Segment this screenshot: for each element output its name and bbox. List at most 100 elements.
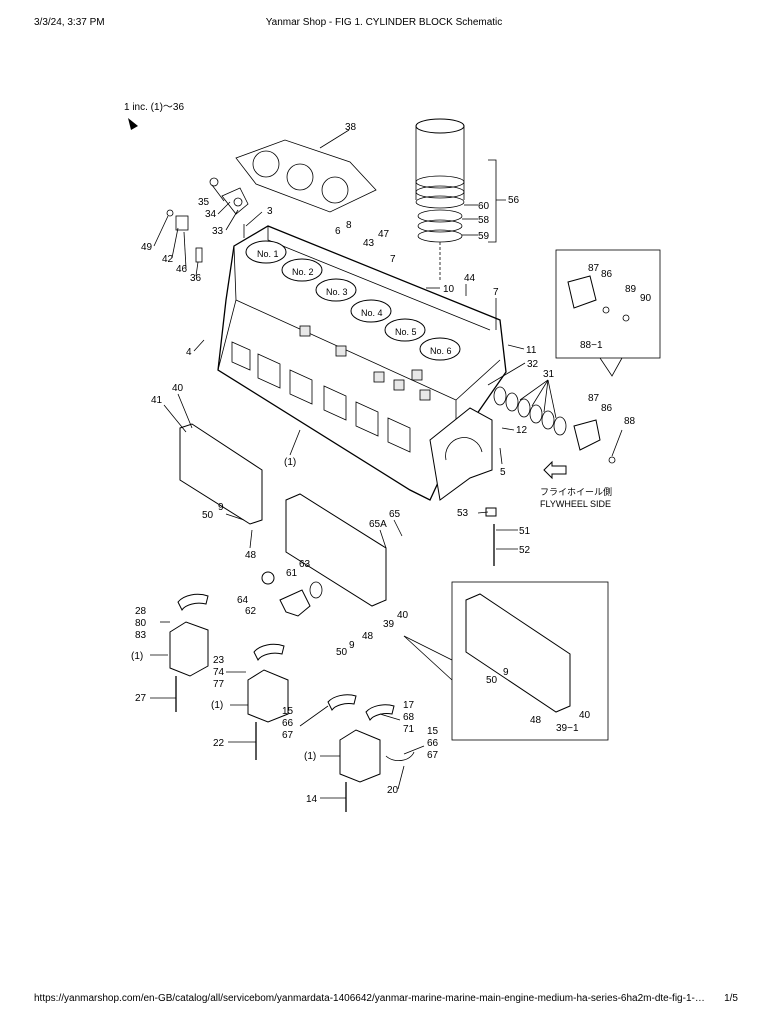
callout-80: 80 — [135, 618, 147, 629]
page-title: Yanmar Shop - FIG 1. CYLINDER BLOCK Sche… — [265, 17, 503, 28]
small-parts-upper-left — [166, 177, 249, 263]
flywheel-side-jp: フライホイール側 — [540, 486, 612, 497]
bearing-cap-3 — [327, 694, 415, 812]
side-cover-left — [179, 423, 263, 525]
callout-9a: 9 — [218, 502, 224, 513]
side-cover-center — [285, 493, 387, 607]
callout-14: 14 — [306, 794, 318, 805]
seal-rings — [493, 386, 616, 464]
callout-50b: 50 — [336, 647, 348, 658]
callout-64: 64 — [237, 595, 249, 606]
flywheel-arrow-icon — [543, 460, 567, 480]
cylinder-block — [217, 225, 507, 501]
callout-1b: (1) — [131, 651, 143, 662]
detail-inset-seal-housing — [555, 249, 661, 377]
cylinder-label-1: No. 1 — [257, 249, 279, 259]
callout-40a: 40 — [172, 383, 184, 394]
callout-47: 47 — [378, 229, 390, 240]
callout-23: 23 — [213, 655, 225, 666]
cylinder-label-4: No. 4 — [361, 308, 383, 318]
callout-66b: 66 — [427, 738, 439, 749]
callout-5: 5 — [500, 467, 506, 478]
callout-9c: 9 — [503, 667, 509, 678]
callout-27: 27 — [135, 693, 147, 704]
callout-83: 83 — [135, 630, 147, 641]
cylinder-label-3: No. 3 — [326, 287, 348, 297]
callout-1d: (1) — [304, 751, 316, 762]
callout-40c: 40 — [579, 710, 591, 721]
callout-50c: 50 — [486, 675, 498, 686]
callout-33: 33 — [212, 226, 224, 237]
callout-15b: 15 — [427, 726, 439, 737]
callout-59: 59 — [478, 231, 490, 242]
callout-48a: 48 — [245, 550, 257, 561]
callout-38: 38 — [345, 122, 357, 133]
callout-43: 43 — [363, 238, 375, 249]
callout-67b: 67 — [427, 750, 439, 761]
callout-22: 22 — [213, 738, 225, 749]
callout-12: 12 — [516, 425, 528, 436]
callout-3: 3 — [267, 206, 273, 217]
callout-49: 49 — [141, 242, 153, 253]
callout-28: 28 — [135, 606, 147, 617]
callout-86a: 86 — [601, 269, 613, 280]
detail-inset-side-cover — [403, 581, 609, 741]
callout-39: 39 — [383, 619, 395, 630]
bearing-cap-2 — [247, 643, 289, 760]
callout-39-1: 39−1 — [556, 723, 579, 734]
callout-1a: (1) — [284, 457, 296, 468]
callout-68: 68 — [403, 712, 415, 723]
callout-48b: 48 — [362, 631, 374, 642]
callout-56: 56 — [508, 195, 520, 206]
callout-7a: 7 — [390, 254, 396, 265]
callout-88-1: 88−1 — [580, 340, 603, 351]
callout-62: 62 — [245, 606, 257, 617]
callout-89: 89 — [625, 284, 637, 295]
inc-note: 1 inc. (1)～36 — [124, 102, 184, 113]
callout-20: 20 — [387, 785, 399, 796]
callout-10: 10 — [443, 284, 455, 295]
water-elbow — [261, 571, 323, 617]
callout-6: 6 — [335, 226, 341, 237]
callout-71: 71 — [403, 724, 415, 735]
callout-67a: 67 — [282, 730, 294, 741]
callout-8: 8 — [346, 220, 352, 231]
callout-41: 41 — [151, 395, 163, 406]
callout-50a: 50 — [202, 510, 214, 521]
callout-65a: 65A — [369, 519, 387, 530]
callout-34: 34 — [205, 209, 217, 220]
page-url: https://yanmarshop.com/en-GB/catalog/all… — [34, 993, 705, 1004]
callout-32: 32 — [527, 359, 539, 370]
callout-87b: 87 — [588, 393, 600, 404]
callout-40b: 40 — [397, 610, 409, 621]
callout-15a: 15 — [282, 706, 294, 717]
callout-44: 44 — [464, 273, 476, 284]
callout-31: 31 — [543, 369, 555, 380]
callout-58: 58 — [478, 215, 490, 226]
callout-4: 4 — [186, 347, 192, 358]
callout-7b: 7 — [493, 287, 499, 298]
callout-9b: 9 — [349, 640, 355, 651]
head-gasket — [235, 139, 377, 213]
callout-17: 17 — [403, 700, 415, 711]
callout-42: 42 — [162, 254, 174, 265]
callout-1c: (1) — [211, 700, 223, 711]
flywheel-side-en: FLYWHEEL SIDE — [540, 499, 611, 509]
leader-lines — [150, 184, 623, 799]
callout-36: 36 — [190, 273, 202, 284]
callout-61: 61 — [286, 568, 298, 579]
callout-63: 63 — [299, 559, 311, 570]
callout-74: 74 — [213, 667, 225, 678]
callout-11: 11 — [526, 345, 537, 356]
orientation-arrow-icon — [128, 118, 138, 130]
cylinder-label-2: No. 2 — [292, 267, 314, 277]
callout-87a: 87 — [588, 263, 600, 274]
dipstick — [485, 507, 497, 566]
page-number: 1/5 — [724, 993, 738, 1004]
callout-48c: 48 — [530, 715, 542, 726]
callout-65: 65 — [389, 509, 401, 520]
callout-52: 52 — [519, 545, 531, 556]
cylinder-label-6: No. 6 — [430, 346, 452, 356]
callout-86b: 86 — [601, 403, 613, 414]
